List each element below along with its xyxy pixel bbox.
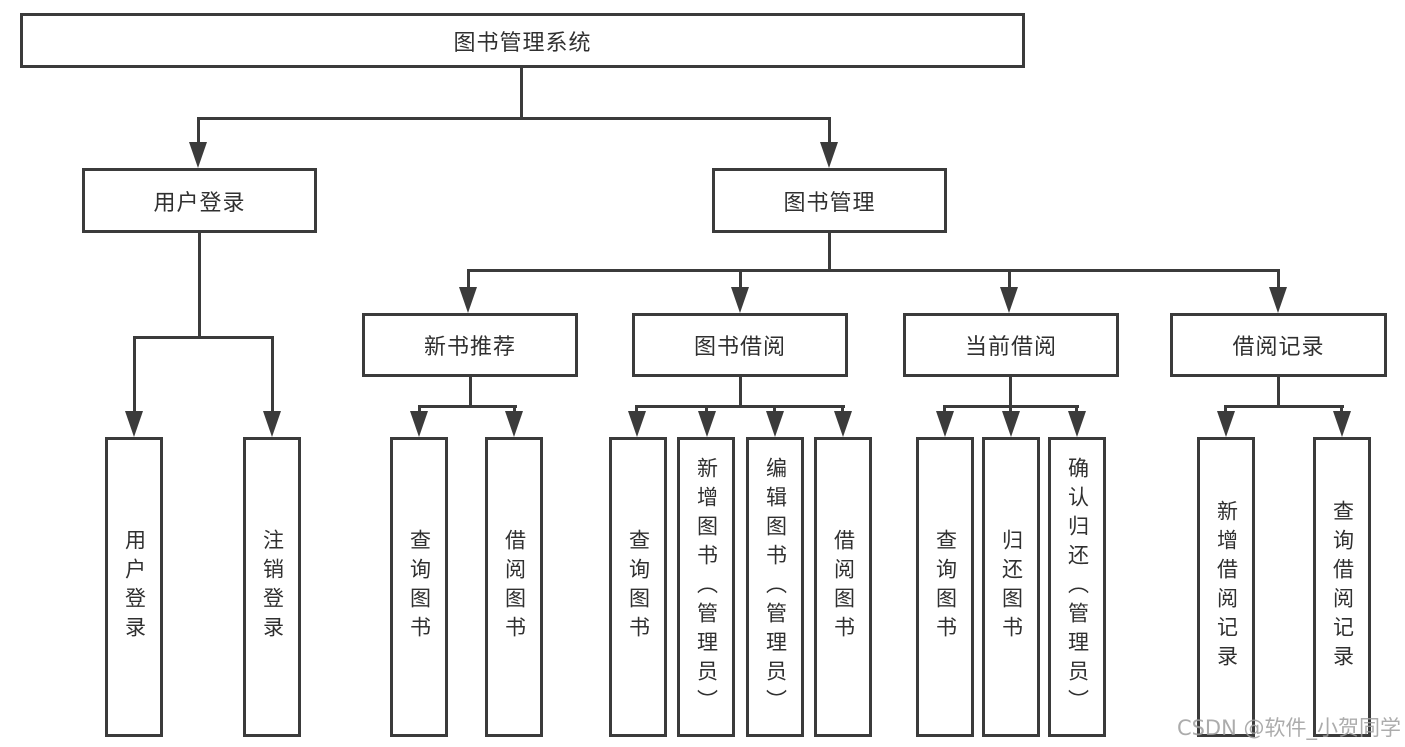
node-current-borrowing: 当前借阅 [903, 313, 1119, 377]
arrowhead-down-icon [505, 411, 523, 437]
arrowhead-down-icon [936, 411, 954, 437]
leaf-query-books-borrowing: 查询图书 [609, 437, 667, 737]
leaf-label: 用户登录 [122, 529, 147, 645]
leaf-label: 查询借阅记录 [1330, 500, 1355, 674]
connector-vline [1277, 269, 1280, 293]
node-label: 图书借阅 [693, 335, 786, 360]
leaf-label: 注销登录 [260, 529, 285, 645]
connector-hline [467, 269, 1280, 272]
leaf-label: 新增图书（管理员） [694, 456, 719, 718]
leaf-query-books-recommend: 查询图书 [390, 437, 448, 737]
arrowhead-down-icon [1002, 411, 1020, 437]
connector-vline [198, 233, 201, 338]
connector-vline [520, 68, 523, 118]
arrowhead-down-icon [263, 411, 281, 437]
arrowhead-down-icon [1068, 411, 1086, 437]
connector-hline [197, 117, 831, 120]
connector-vline [513, 405, 516, 414]
leaf-label: 查询图书 [626, 529, 651, 645]
leaf-label: 查询图书 [933, 529, 958, 645]
leaf-label: 归还图书 [999, 529, 1024, 645]
arrowhead-down-icon [766, 411, 784, 437]
connector-vline [467, 269, 470, 293]
connector-vline [197, 117, 200, 146]
arrowhead-down-icon [410, 411, 428, 437]
connector-vline [469, 377, 472, 408]
connector-vline [1340, 405, 1343, 414]
connector-vline [1075, 405, 1078, 414]
leaf-query-borrow-record: 查询借阅记录 [1313, 437, 1371, 737]
node-label: 图书管理系统 [453, 30, 592, 56]
arrowhead-down-icon [125, 411, 143, 437]
arrowhead-down-icon [459, 287, 477, 313]
connector-vline [1009, 377, 1012, 408]
arrowhead-down-icon [1217, 411, 1235, 437]
arrowhead-down-icon [731, 287, 749, 313]
connector-vline [841, 405, 844, 414]
connector-vline [773, 405, 776, 414]
node-label: 用户登录 [153, 190, 246, 216]
leaf-add-borrow-record: 新增借阅记录 [1197, 437, 1255, 737]
arrowhead-down-icon [834, 411, 852, 437]
node-book-management: 图书管理 [712, 168, 947, 233]
node-label: 新书推荐 [423, 335, 516, 360]
leaf-label: 编辑图书（管理员） [763, 456, 788, 718]
leaf-edit-books-admin: 编辑图书（管理员） [746, 437, 804, 737]
connector-vline [739, 377, 742, 408]
leaf-query-books-current: 查询图书 [916, 437, 974, 737]
connector-vline [828, 233, 831, 272]
arrowhead-down-icon [1000, 287, 1018, 313]
connector-hline [133, 336, 274, 339]
connector-vline [739, 269, 742, 293]
connector-vline [418, 405, 421, 414]
arrowhead-down-icon [698, 411, 716, 437]
connector-vline [635, 405, 638, 414]
leaf-label: 借阅图书 [502, 529, 527, 645]
arrowhead-down-icon [1333, 411, 1351, 437]
node-user-login: 用户登录 [82, 168, 317, 233]
leaf-return-books: 归还图书 [982, 437, 1040, 737]
node-borrowing-records: 借阅记录 [1170, 313, 1387, 377]
connector-hline [636, 405, 845, 408]
arrowhead-down-icon [628, 411, 646, 437]
connector-vline [943, 405, 946, 414]
node-book-borrowing: 图书借阅 [632, 313, 848, 377]
connector-vline [705, 405, 708, 414]
connector-vline [828, 117, 831, 146]
connector-hline [1224, 405, 1344, 408]
leaf-user-login: 用户登录 [105, 437, 163, 737]
csdn-watermark: CSDN @软件_小贺同学 [1176, 716, 1401, 740]
leaf-borrow-books-recommend: 借阅图书 [485, 437, 543, 737]
connector-vline [133, 336, 136, 417]
connector-vline [1224, 405, 1227, 414]
node-library-system: 图书管理系统 [20, 13, 1025, 68]
leaf-borrow-books: 借阅图书 [814, 437, 872, 737]
node-label: 图书管理 [783, 190, 876, 216]
connector-vline [1277, 377, 1280, 408]
leaf-logout: 注销登录 [243, 437, 301, 737]
node-label: 当前借阅 [964, 335, 1057, 360]
leaf-label: 新增借阅记录 [1214, 500, 1239, 674]
leaf-label: 确认归还（管理员） [1065, 456, 1090, 718]
connector-vline [1009, 405, 1012, 414]
arrowhead-down-icon [1269, 287, 1287, 313]
leaf-add-books-admin: 新增图书（管理员） [677, 437, 735, 737]
arrowhead-down-icon [820, 142, 838, 168]
connector-hline [418, 405, 517, 408]
leaf-label: 查询图书 [407, 529, 432, 645]
connector-vline [1008, 269, 1011, 293]
node-new-book-recommend: 新书推荐 [362, 313, 578, 377]
arrowhead-down-icon [189, 142, 207, 168]
node-label: 借阅记录 [1232, 335, 1325, 360]
connector-vline [271, 336, 274, 417]
leaf-confirm-return-admin: 确认归还（管理员） [1048, 437, 1106, 737]
leaf-label: 借阅图书 [831, 529, 856, 645]
